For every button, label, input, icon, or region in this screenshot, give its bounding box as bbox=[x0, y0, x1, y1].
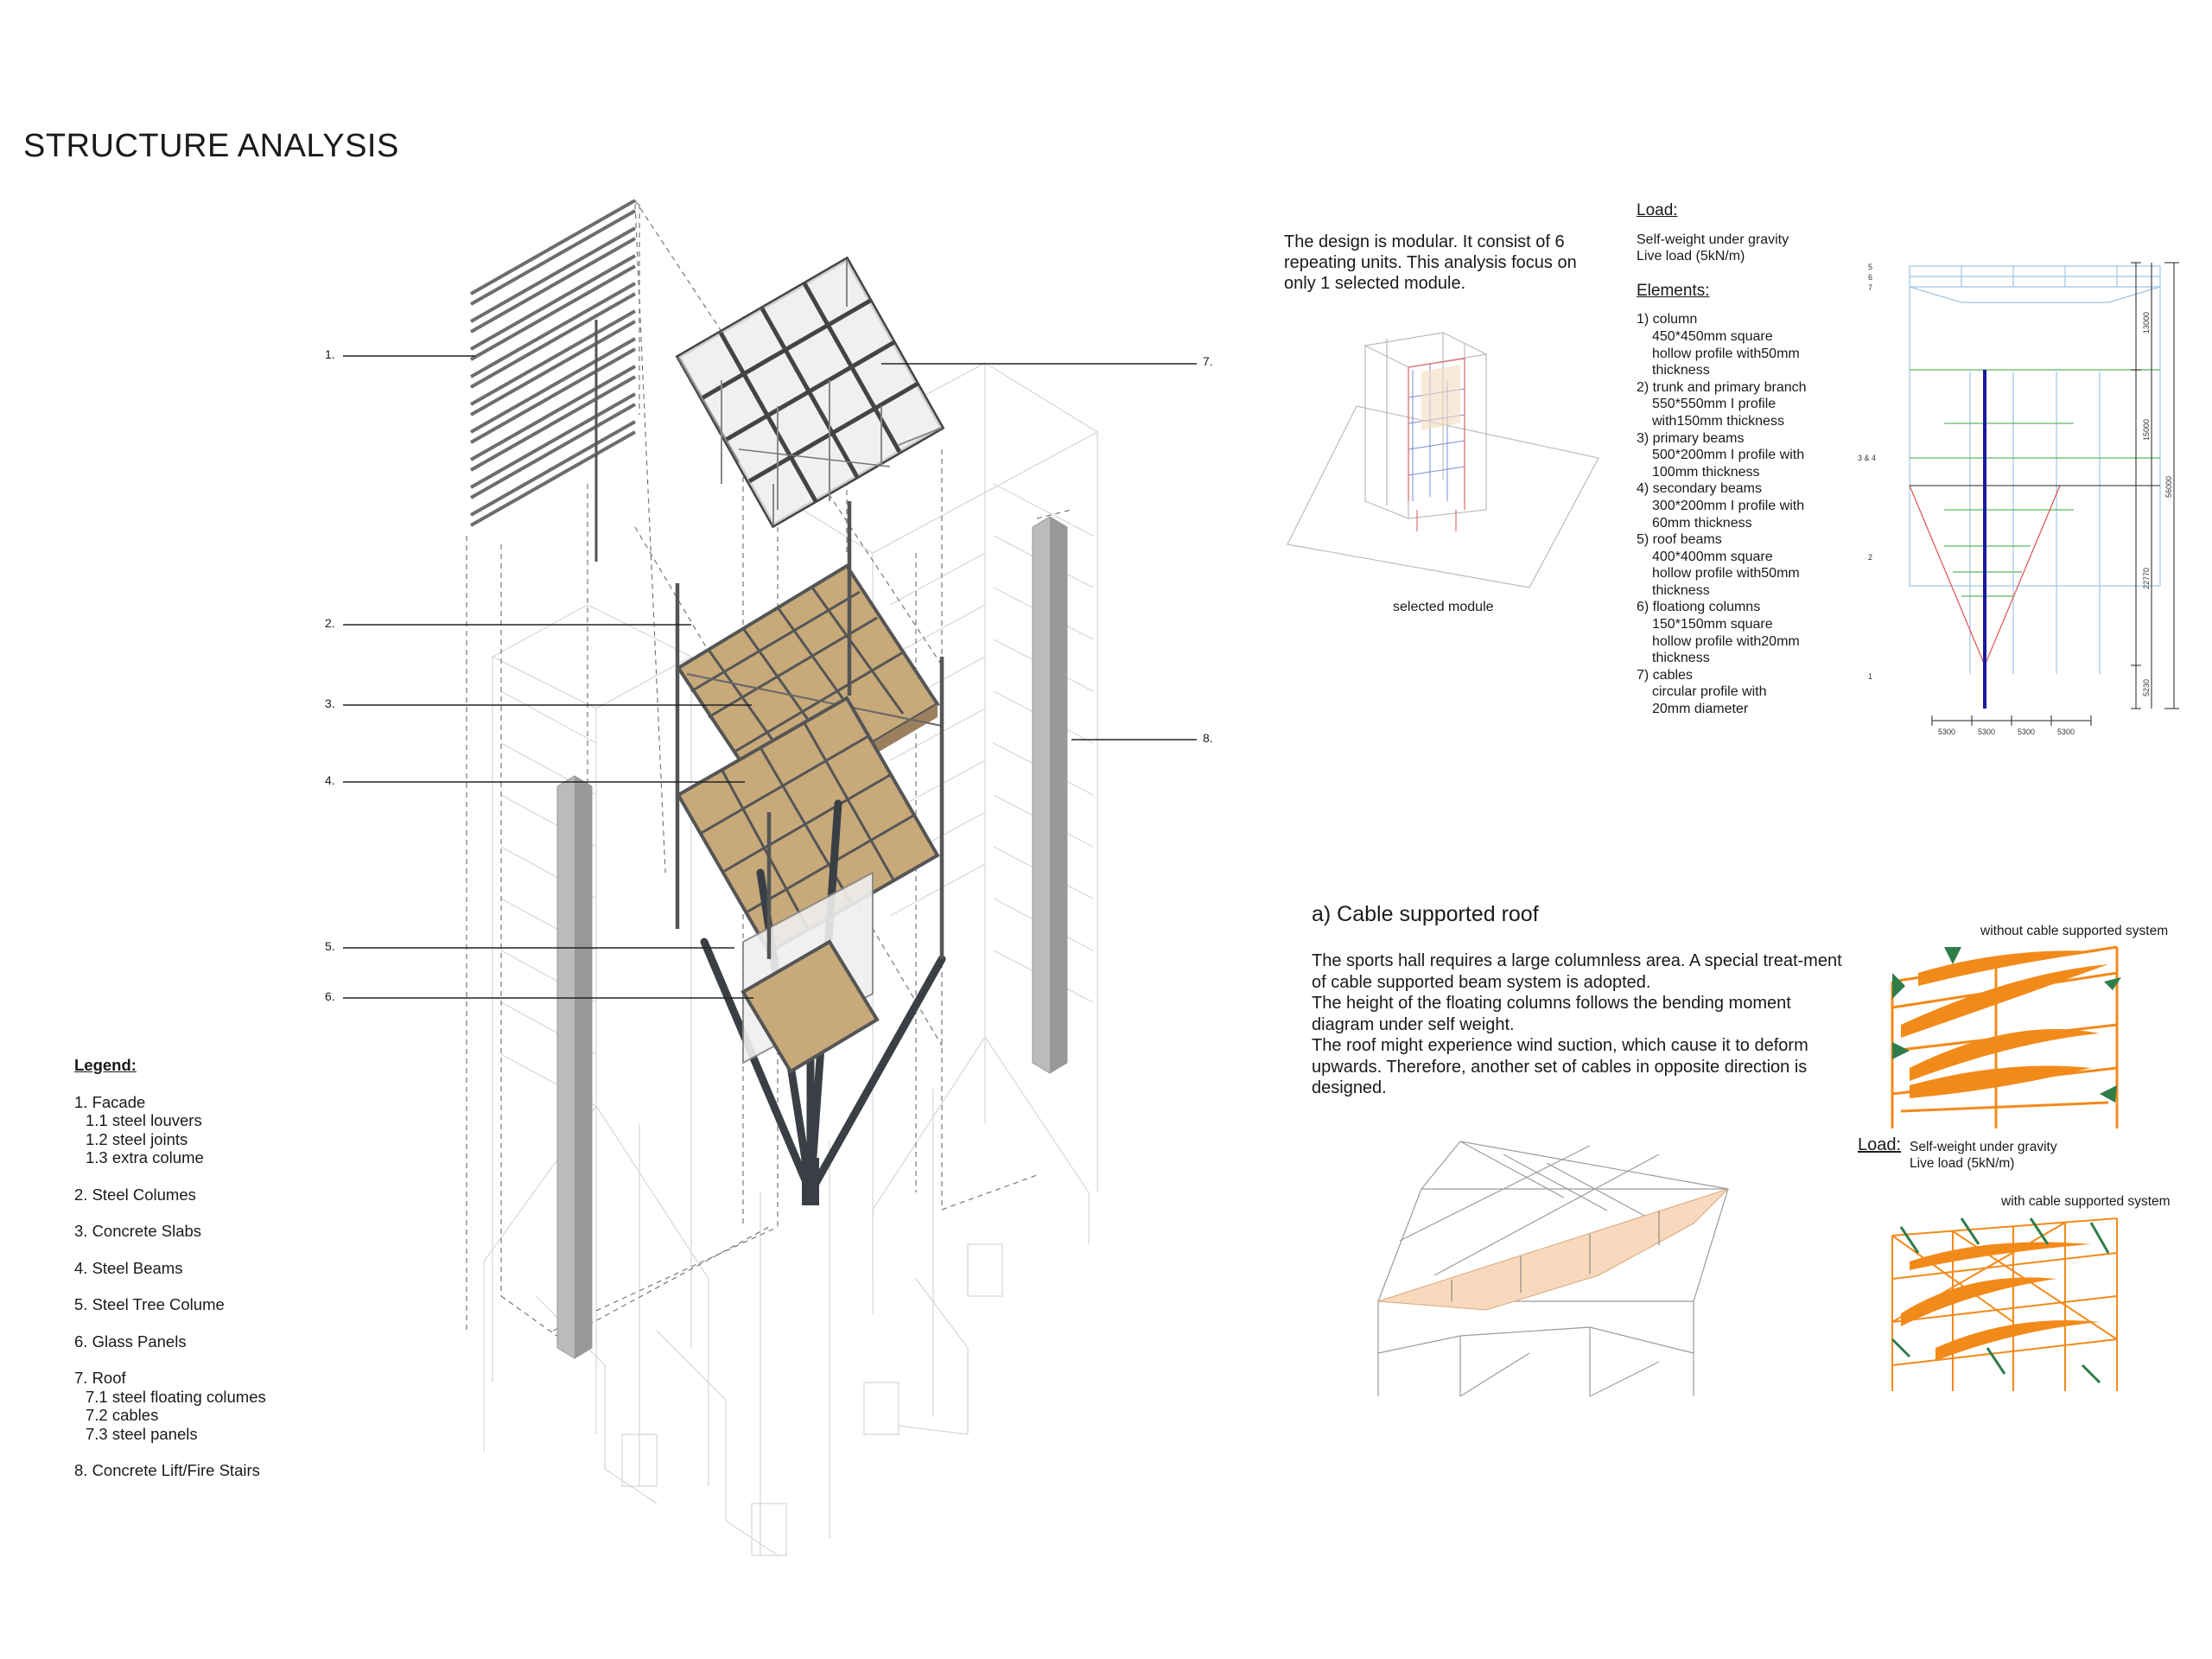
svg-text:5: 5 bbox=[1868, 263, 1872, 271]
svg-text:6: 6 bbox=[1868, 273, 1872, 282]
callout-4: 4. bbox=[325, 773, 335, 787]
tree-column-base bbox=[802, 1158, 819, 1205]
svg-text:15000: 15000 bbox=[2142, 419, 2151, 441]
svg-text:22770: 22770 bbox=[2142, 568, 2151, 589]
svg-text:5300: 5300 bbox=[1938, 728, 1955, 736]
svg-text:13000: 13000 bbox=[2142, 312, 2151, 334]
steel-columns bbox=[675, 501, 944, 959]
page-title: STRUCTURE ANALYSIS bbox=[23, 128, 399, 164]
concrete-lift-core-left bbox=[556, 775, 593, 1359]
legend-item-facade: 1. Facade 1.1 steel louvers 1.2 steel jo… bbox=[74, 1092, 204, 1167]
selected-module-diagram bbox=[1287, 332, 1599, 588]
legend-heading: Legend: bbox=[74, 1056, 137, 1074]
svg-text:1: 1 bbox=[1868, 672, 1872, 681]
legend-item-lift-stairs: 8. Concrete Lift/Fire Stairs bbox=[74, 1461, 260, 1479]
load-elements-block: Load: Self-weight under gravity Live loa… bbox=[1637, 202, 1887, 718]
selected-module-caption: selected module bbox=[1393, 600, 1494, 614]
svg-text:5230: 5230 bbox=[2142, 679, 2151, 696]
callout-5: 5. bbox=[325, 939, 335, 953]
concrete-slab-lower bbox=[741, 939, 880, 1074]
legend-item-steel-beams: 4. Steel Beams bbox=[74, 1258, 183, 1277]
svg-text:56000: 56000 bbox=[2164, 476, 2173, 498]
cable-moment-surface bbox=[1377, 1188, 1729, 1311]
element-4: 4) secondary beams 300*200mm I profile w… bbox=[1637, 481, 1805, 531]
legend-item-concrete-slabs: 3. Concrete Slabs bbox=[74, 1222, 202, 1240]
structural-elevation: 5 6 7 3 & 4 2 1 13000 15000 22770 5230 5… bbox=[1858, 262, 2179, 736]
svg-text:5300: 5300 bbox=[1978, 728, 1995, 736]
cable-roof-text: The sports hall requires a large columnl… bbox=[1312, 951, 1842, 1097]
roof-glass-grid bbox=[675, 256, 945, 529]
legend: Legend: 1. Facade 1.1 steel louvers 1.2 … bbox=[74, 1056, 266, 1498]
element-7: 7) cables circular profile with 20mm dia… bbox=[1637, 667, 1767, 717]
svg-text:3 & 4: 3 & 4 bbox=[1858, 454, 1876, 462]
svg-text:2: 2 bbox=[1868, 553, 1872, 562]
element-3: 3) primary beams 500*200mm I profile wit… bbox=[1637, 430, 1805, 480]
moment-diagram-without-cables bbox=[1891, 945, 2121, 1128]
callout-leader-lines bbox=[343, 355, 1197, 999]
svg-text:7: 7 bbox=[1868, 283, 1872, 292]
callout-6: 6. bbox=[325, 989, 335, 1003]
element-1: 1) column 450*450mm square hollow profil… bbox=[1637, 312, 1800, 378]
facade-steel-louvers bbox=[470, 199, 636, 527]
svg-text:5300: 5300 bbox=[2057, 728, 2075, 736]
concrete-lift-core-right bbox=[1032, 516, 1068, 1074]
exploded-axonometric bbox=[343, 199, 1197, 1556]
element-6: 6) floationg columns 150*150mm square ho… bbox=[1637, 600, 1800, 666]
callout-8: 8. bbox=[1203, 731, 1213, 745]
elements-heading: Elements: bbox=[1637, 281, 1710, 300]
cable-roof-title: a) Cable supported roof bbox=[1312, 902, 1539, 926]
callout-7: 7. bbox=[1203, 354, 1213, 368]
legend-item-tree-column: 5. Steel Tree Colume bbox=[74, 1295, 225, 1313]
load-heading: Load: bbox=[1637, 201, 1678, 219]
moment-diagram-with-cables bbox=[1891, 1217, 2118, 1391]
cable-roof-perspective bbox=[1377, 1141, 1729, 1397]
intro-text: The design is modular. It consist of 6 r… bbox=[1284, 232, 1577, 293]
legend-item-glass-panels: 6. Glass Panels bbox=[74, 1332, 187, 1351]
element-2: 2) trunk and primary branch 550*550mm I … bbox=[1637, 379, 1807, 429]
callout-3: 3. bbox=[325, 696, 335, 710]
legend-item-roof: 7. Roof 7.1 steel floating columes 7.2 c… bbox=[74, 1369, 266, 1443]
legend-item-steel-columns: 2. Steel Columes bbox=[74, 1185, 196, 1204]
svg-text:5300: 5300 bbox=[2018, 728, 2035, 736]
without-cable-caption: without cable supported system bbox=[1980, 924, 2169, 938]
callout-2: 2. bbox=[325, 616, 335, 630]
element-5: 5) roof beams 400*400mm square hollow pr… bbox=[1637, 532, 1800, 598]
with-cable-caption: with cable supported system bbox=[2001, 1194, 2171, 1209]
callout-1: 1. bbox=[325, 347, 335, 361]
